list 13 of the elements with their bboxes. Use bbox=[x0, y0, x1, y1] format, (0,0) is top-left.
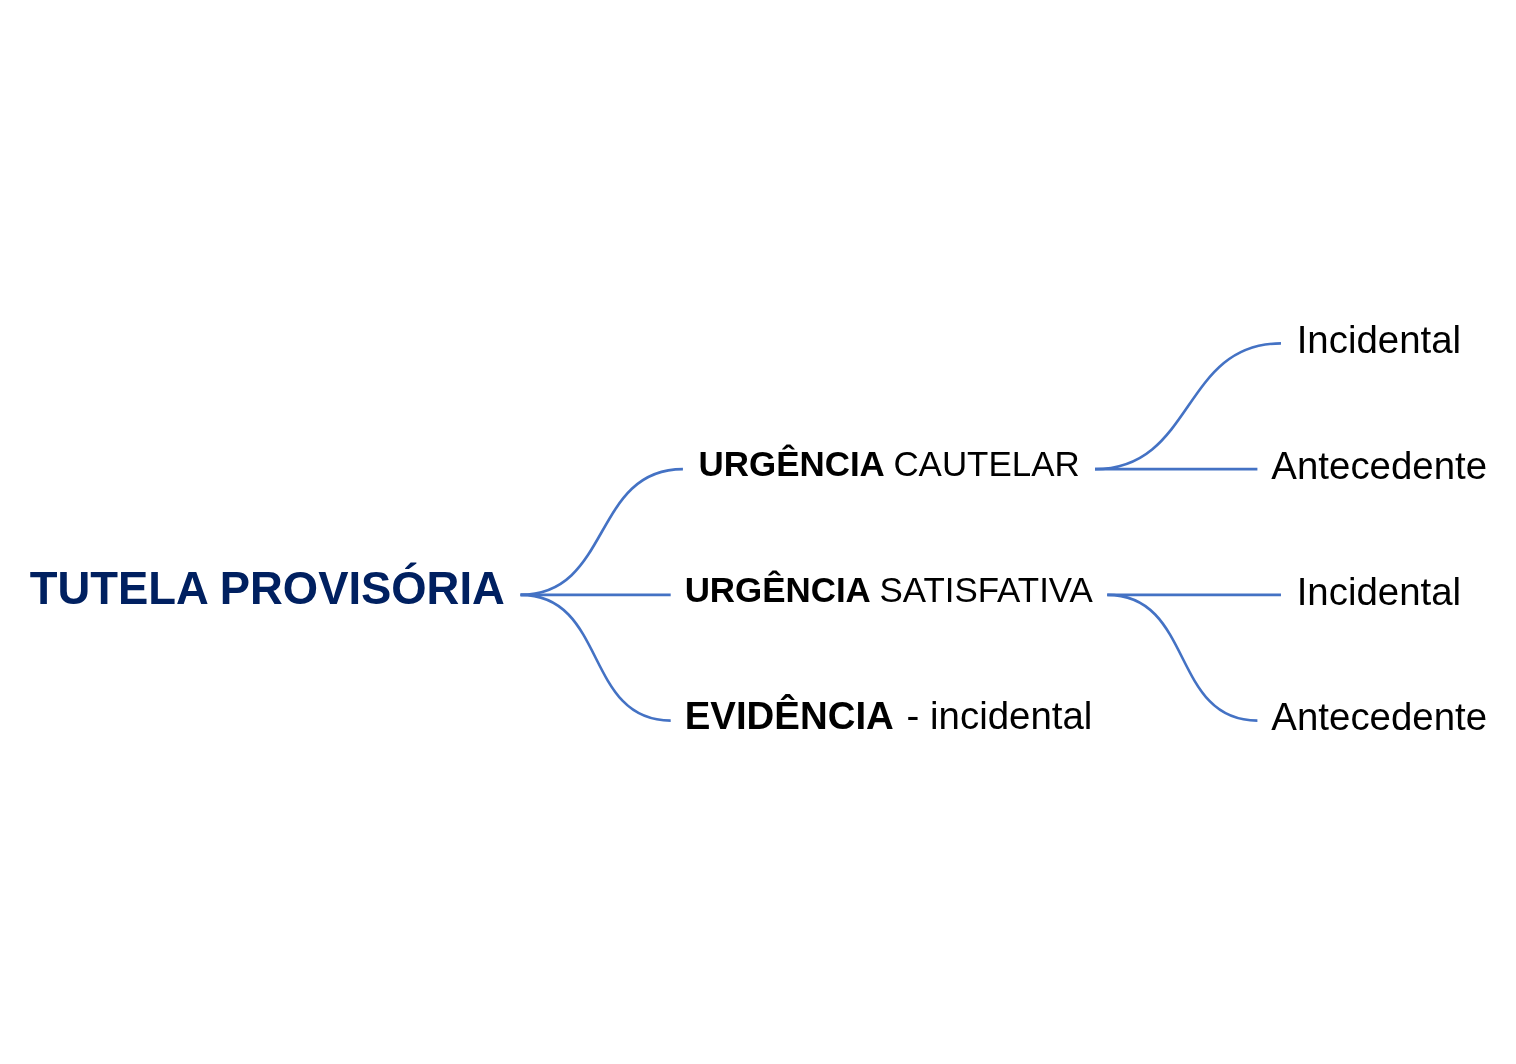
connector bbox=[1107, 593, 1258, 722]
connector bbox=[1094, 342, 1282, 471]
node-text: Antecedente bbox=[1271, 443, 1488, 487]
connector bbox=[520, 467, 684, 597]
connector bbox=[520, 593, 671, 722]
node-text: Incidental bbox=[1296, 318, 1462, 362]
connector bbox=[1095, 467, 1258, 471]
node-text: Incidental bbox=[1296, 569, 1462, 613]
node-text: URGÊNCIA SATISFATIVA bbox=[684, 569, 1093, 609]
node-text: Antecedente bbox=[1271, 695, 1488, 739]
node-text: URGÊNCIA CAUTELAR bbox=[698, 444, 1080, 484]
node-text: EVIDÊNCIA - incidental bbox=[684, 693, 1093, 737]
node-text: TUTELA PROVISÓRIA bbox=[29, 563, 505, 615]
